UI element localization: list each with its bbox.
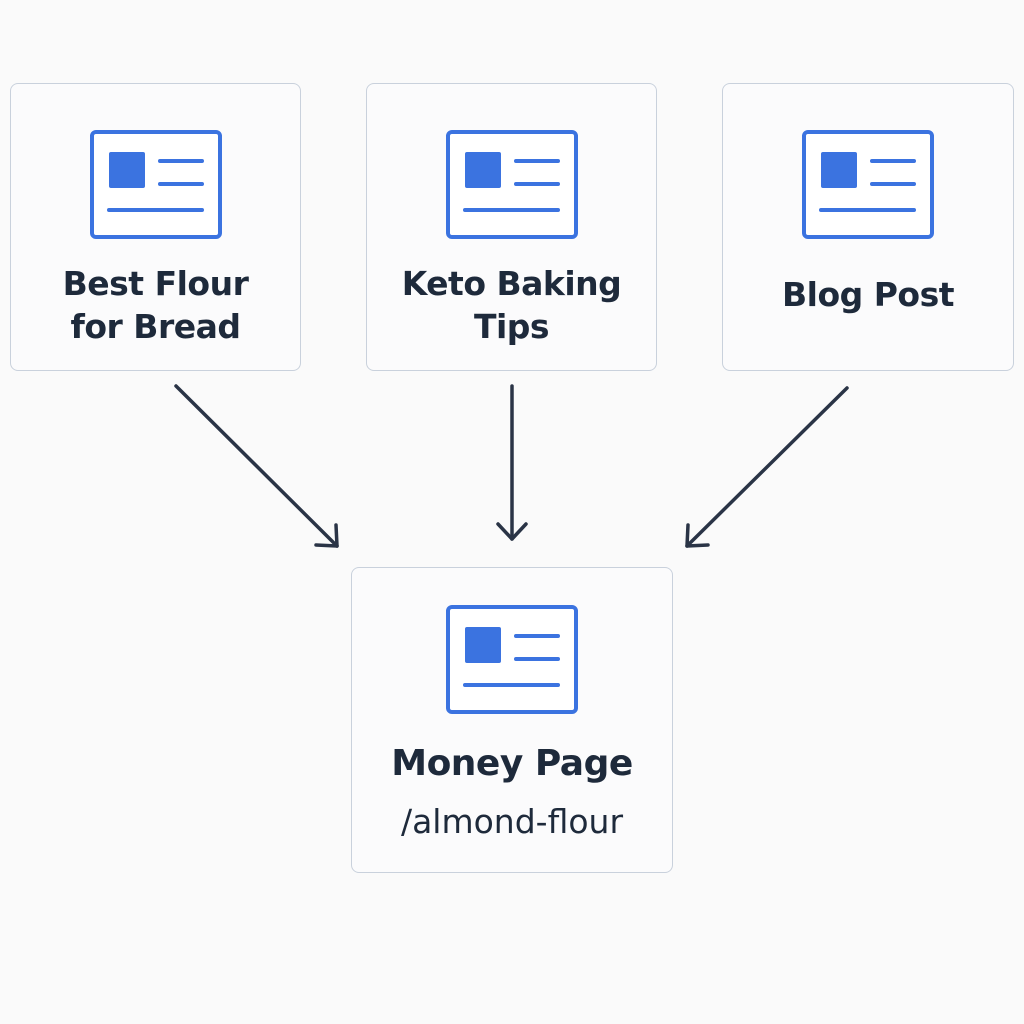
- document-icon: [445, 130, 578, 239]
- arrow-card-1-to-money-page: [174, 384, 339, 548]
- source-page-card-1: Best Flour for Bread: [10, 83, 301, 371]
- source-page-card-3: Blog Post: [722, 83, 1014, 371]
- card-title: Best Flour for Bread: [62, 264, 249, 346]
- money-page-url: /almond-flour: [400, 802, 624, 841]
- money-page-title: Money Page: [391, 743, 633, 784]
- document-icon: [89, 130, 222, 239]
- document-icon: [446, 605, 578, 714]
- arrow-card-2-to-money-page: [496, 384, 528, 541]
- arrow-card-3-to-money-page: [685, 386, 849, 548]
- document-icon: [802, 130, 934, 239]
- card-title: Blog Post: [781, 275, 955, 314]
- money-page-card: Money Page /almond-flour: [351, 567, 673, 873]
- card-title: Keto Baking Tips: [401, 264, 622, 346]
- source-page-card-2: Keto Baking Tips: [366, 83, 657, 371]
